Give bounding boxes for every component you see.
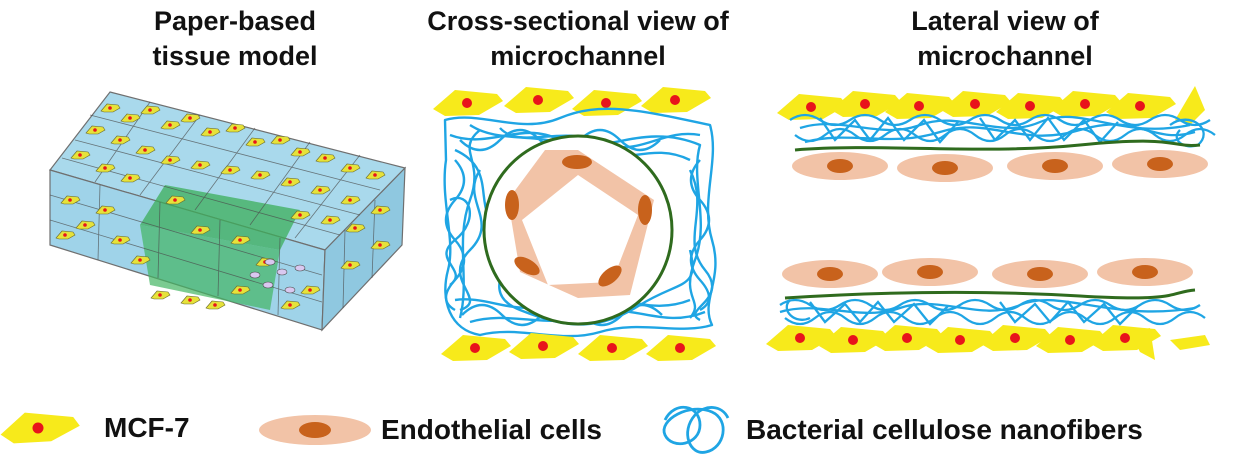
legend-endothelial-icon — [259, 415, 371, 445]
legend-mcf7-icon — [0, 412, 80, 444]
panel-title-paper-model: Paper-based tissue model — [152, 6, 318, 71]
legend-fiber-icon — [662, 405, 730, 454]
legend-label-endothelial: Endothelial cells — [381, 414, 602, 445]
panel-title-cross-section: Cross-sectional view of microchannel — [427, 6, 729, 71]
legend — [0, 405, 730, 454]
legend-label-mcf7: MCF-7 — [104, 412, 190, 443]
lateral-view — [766, 86, 1216, 360]
legend-label-cellulose: Bacterial cellulose nanofibers — [746, 414, 1143, 445]
panel-title-lateral: Lateral view of microchannel — [911, 6, 1099, 71]
paper-tissue-model — [48, 91, 407, 332]
cross-section-view — [433, 87, 717, 361]
